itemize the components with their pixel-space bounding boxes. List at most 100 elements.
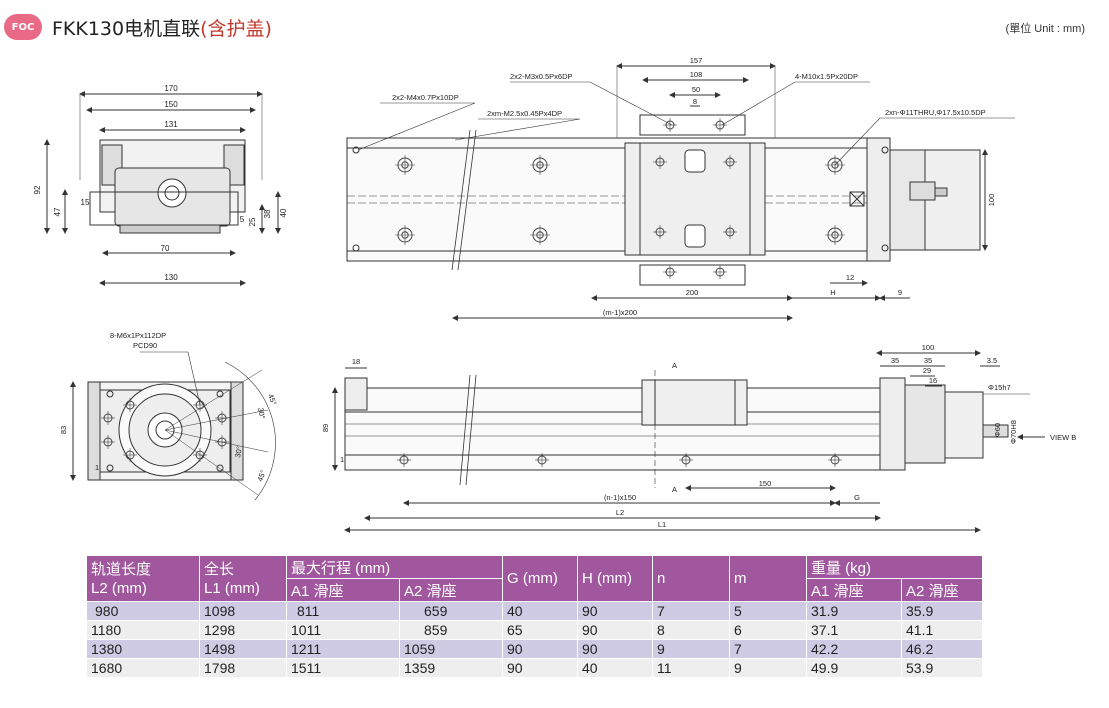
motor-callout-m6: 8-M6x1Px112DP bbox=[110, 331, 166, 340]
cell-stroke-a2: 1059 bbox=[399, 639, 503, 659]
top-view-labels: 157 108 50 8 100 12 200 H 9 (m-1)x200 2x… bbox=[392, 56, 996, 317]
col-weight-a2: A2 滑座 bbox=[901, 578, 983, 602]
cell-l1: 1498 bbox=[199, 639, 287, 659]
cell-stroke-a2: 659 bbox=[399, 601, 503, 621]
callout-m2-5: 2xm-M2.5x0.45Px4DP bbox=[487, 109, 562, 118]
dim-200: 200 bbox=[686, 288, 699, 297]
cell-stroke-a1: 811 bbox=[286, 601, 400, 621]
cell-n: 8 bbox=[652, 620, 730, 640]
dim-5: 5 bbox=[240, 215, 245, 224]
dim-L1: L1 bbox=[658, 520, 666, 529]
dim-L2: L2 bbox=[616, 508, 624, 517]
dim-25: 25 bbox=[248, 217, 257, 226]
dim-170: 170 bbox=[164, 84, 178, 93]
page-title: FKK130电机直联(含护盖) bbox=[52, 14, 272, 41]
dim-89: 89 bbox=[321, 424, 330, 432]
callout-m3: 2x2-M3x0.5Px6DP bbox=[510, 72, 573, 81]
dim-70: 70 bbox=[161, 244, 170, 253]
cell-h: 90 bbox=[577, 620, 653, 640]
cell-n: 7 bbox=[652, 601, 730, 621]
angle-30-top: 30° bbox=[256, 407, 267, 420]
col-h: H (mm) bbox=[577, 555, 653, 602]
angle-45-top: 45° bbox=[266, 393, 278, 407]
dim-150: 150 bbox=[164, 100, 178, 109]
cell-weight-a1: 42.2 bbox=[806, 639, 902, 659]
dim-18: 18 bbox=[352, 357, 360, 366]
cell-h: 40 bbox=[577, 658, 653, 678]
view-b-label: VIEW B bbox=[1050, 433, 1076, 442]
dim-47: 47 bbox=[53, 207, 62, 216]
dim-108: 108 bbox=[690, 70, 703, 79]
motor-view bbox=[70, 351, 276, 501]
dim-130: 130 bbox=[164, 273, 178, 282]
angle-45-bottom: 45° bbox=[255, 469, 267, 483]
motor-callout-pcd: PCD90 bbox=[133, 341, 157, 350]
technical-drawing: 170 150 131 92 47 15 5 25 38 40 70 130 bbox=[33, 56, 1076, 533]
cell-h: 90 bbox=[577, 639, 653, 659]
cell-g: 90 bbox=[502, 658, 578, 678]
dim-157: 157 bbox=[690, 56, 703, 65]
cell-m: 6 bbox=[729, 620, 807, 640]
cell-weight-a2: 35.9 bbox=[901, 601, 983, 621]
motor-view-labels: 8-M6x1Px112DP PCD90 45° 30° 30° 45° 83 1 bbox=[59, 331, 278, 483]
callout-m4: 2x2-M4x0.7Px10DP bbox=[392, 93, 459, 102]
table-row: 1180 1298 1011 859 65 90 8 6 37.1 41.1 bbox=[86, 620, 983, 640]
cell-l1: 1098 bbox=[199, 601, 287, 621]
col-max-stroke: 最大行程 (mm) bbox=[286, 555, 503, 579]
dim-29: 29 bbox=[923, 366, 931, 375]
col-stroke-a2: A2 滑座 bbox=[399, 578, 503, 602]
col-g: G (mm) bbox=[502, 555, 578, 602]
dim-1-motor: 1 bbox=[95, 463, 99, 472]
table-row: 980 1098 811 659 40 90 7 5 31.9 35.9 bbox=[86, 601, 983, 621]
unit-note: (單位 Unit : mm) bbox=[1005, 23, 1085, 35]
page-header: FOC FKK130电机直联(含护盖) (單位 Unit : mm) bbox=[0, 0, 1109, 52]
cell-g: 65 bbox=[502, 620, 578, 640]
dim-H: H bbox=[830, 288, 835, 297]
dim-12: 12 bbox=[846, 273, 854, 282]
dim-50: 50 bbox=[692, 85, 700, 94]
dim-G: G bbox=[854, 493, 860, 502]
dim-100-side: 100 bbox=[922, 343, 935, 352]
col-stroke-a1: A1 滑座 bbox=[286, 578, 400, 602]
cell-m: 7 bbox=[729, 639, 807, 659]
dim-83: 83 bbox=[59, 426, 68, 434]
cell-weight-a1: 31.9 bbox=[806, 601, 902, 621]
dim-phi15: Φ15h7 bbox=[988, 383, 1011, 392]
angle-30-bottom: 30° bbox=[233, 446, 244, 459]
dim-131: 131 bbox=[164, 120, 178, 129]
dim-15: 15 bbox=[81, 198, 90, 207]
section-a-bottom: A bbox=[672, 485, 677, 494]
cell-m: 9 bbox=[729, 658, 807, 678]
side-view bbox=[332, 350, 1045, 533]
dim-n-150: (n-1)x150 bbox=[604, 493, 636, 502]
dim-150: 150 bbox=[759, 479, 772, 488]
callout-m10: 4-M10x1.5Px20DP bbox=[795, 72, 858, 81]
side-view-labels: 18 89 1 A A 150 (n-1)x150 G L2 L1 100 35… bbox=[321, 343, 1076, 529]
cell-l1: 1298 bbox=[199, 620, 287, 640]
dim-35-b: 35 bbox=[924, 356, 932, 365]
dim-phi70: Φ70H8 bbox=[1009, 420, 1018, 444]
cell-l2: 980 bbox=[86, 601, 200, 621]
dim-38: 38 bbox=[263, 209, 272, 218]
cell-stroke-a2: 1359 bbox=[399, 658, 503, 678]
cell-stroke-a1: 1011 bbox=[286, 620, 400, 640]
dim-92: 92 bbox=[33, 185, 42, 194]
top-view bbox=[346, 63, 1015, 321]
col-m: m bbox=[729, 555, 807, 602]
dim-1-side: 1 bbox=[340, 455, 344, 464]
foc-badge: FOC bbox=[4, 14, 42, 40]
callout-phi11: 2xn-Φ11THRU,Φ17.5x10.5DP bbox=[885, 108, 986, 117]
col-weight: 重量 (kg) bbox=[806, 555, 983, 579]
dim-40: 40 bbox=[279, 208, 288, 217]
cell-weight-a1: 37.1 bbox=[806, 620, 902, 640]
cell-stroke-a1: 1211 bbox=[286, 639, 400, 659]
front-view bbox=[44, 91, 281, 286]
cell-l2: 1680 bbox=[86, 658, 200, 678]
dim-3-5: 3.5 bbox=[987, 356, 997, 365]
cell-n: 11 bbox=[652, 658, 730, 678]
dim-9: 9 bbox=[898, 288, 902, 297]
col-n: n bbox=[652, 555, 730, 602]
